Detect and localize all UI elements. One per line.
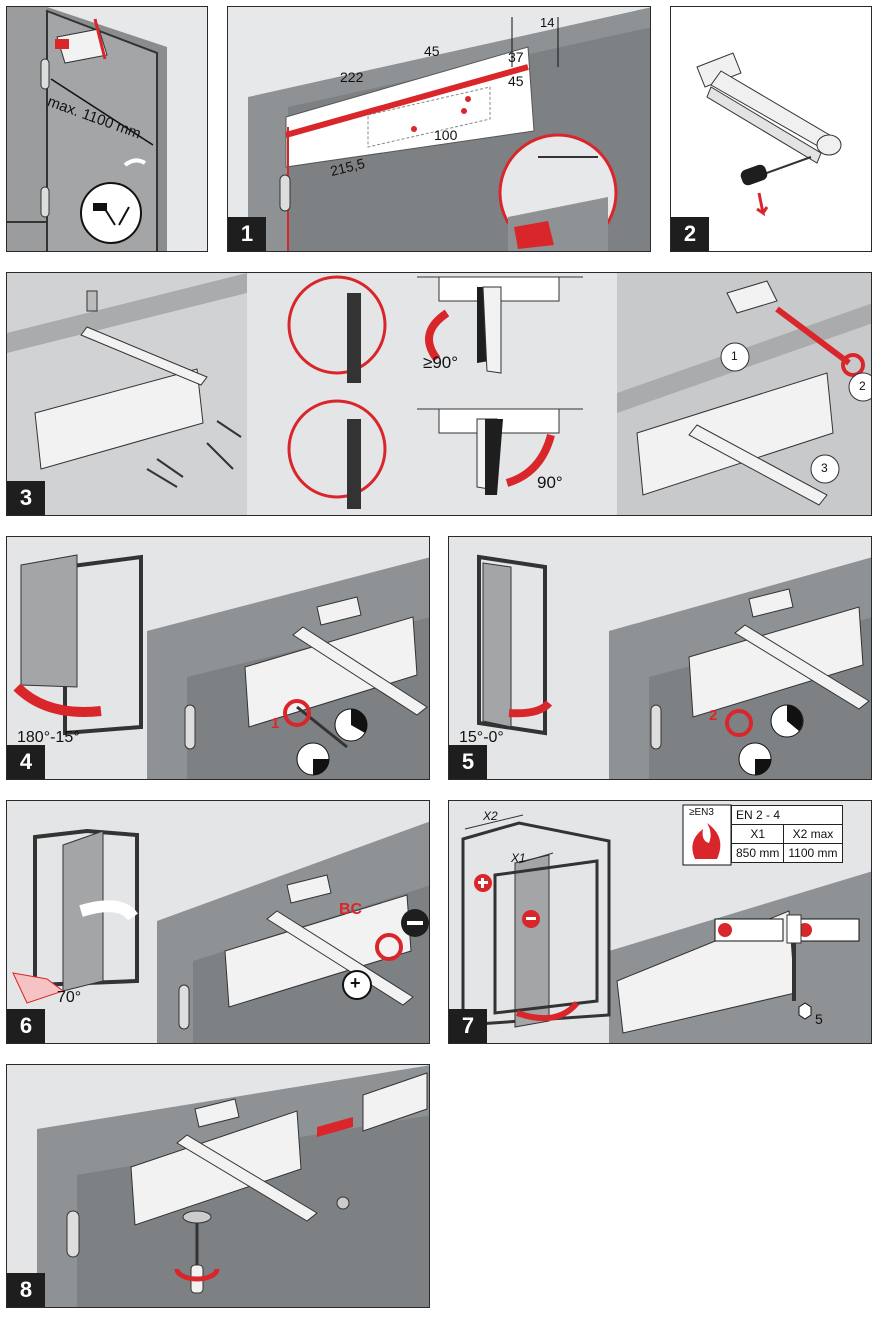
step-number: 7 [449, 1009, 487, 1043]
step-3-panel: ≥90° 90° 1 2 3 3 [6, 272, 872, 516]
step-number: 2 [671, 217, 709, 251]
screw-1-label: 1 [271, 715, 280, 732]
drilling-template-illustration [228, 7, 650, 251]
dim-100: 100 [434, 127, 458, 143]
x2-label: X2 [483, 809, 498, 823]
callout-2: 2 [859, 379, 866, 393]
step-number: 3 [7, 481, 45, 515]
dim-45-top: 45 [424, 43, 440, 59]
angle-ge-90: ≥90° [423, 353, 459, 372]
bc-label: BC [339, 901, 363, 918]
step-2-panel: 2 [670, 6, 872, 252]
dim-222: 222 [340, 69, 364, 85]
mounting-illustration [7, 273, 871, 515]
step-0-panel: max. 1100 mm [6, 6, 208, 252]
cover-fitting-illustration [7, 1065, 429, 1307]
hex-size-label: 5 [815, 1011, 823, 1027]
en-force-table: EN 2 - 4 X1 X2 max 850 mm 1100 mm [730, 805, 843, 863]
step-1-panel: 222 45 14 37 45 100 215,5 1 [227, 6, 651, 252]
angle-70-label: 70° [57, 989, 82, 1006]
x1-label: X1 [511, 851, 526, 865]
en-header: EN 2 - 4 [731, 805, 843, 825]
step-number: 1 [228, 217, 266, 251]
val-x2: 1100 mm [783, 843, 843, 863]
en3-badge: ≥EN3 [689, 807, 714, 818]
step-4-panel: 180°-15° 1 4 [6, 536, 430, 780]
step-number: 4 [7, 745, 45, 779]
closing-speed-2-illustration [449, 537, 871, 779]
plus-label: + [350, 973, 361, 993]
col-x2: X2 max [783, 824, 843, 844]
step-5-panel: 15°-0° 2 5 [448, 536, 872, 780]
step-8-panel: 8 [6, 1064, 430, 1308]
door-height-illustration [7, 7, 207, 251]
arm-separation-illustration [696, 52, 842, 217]
backcheck-illustration [7, 801, 429, 1043]
callout-1: 1 [731, 349, 738, 363]
step-number: 5 [449, 745, 487, 779]
callout-3: 3 [821, 461, 828, 475]
screw-2-label: 2 [709, 707, 718, 724]
dim-14: 14 [540, 15, 555, 30]
angle-range-label: 15°-0° [459, 729, 504, 746]
step-7-panel: EN 2 - 4 X1 X2 max 850 mm 1100 mm ≥EN3 X… [448, 800, 872, 1044]
dim-45-side: 45 [508, 73, 524, 89]
col-x1: X1 [730, 824, 785, 844]
angle-range-label: 180°-15° [17, 729, 80, 746]
step-number: 8 [7, 1273, 45, 1307]
closing-force-illustration [449, 801, 871, 1043]
closing-speed-1-illustration [7, 537, 429, 779]
angle-90: 90° [537, 473, 563, 492]
val-x1: 850 mm [730, 843, 785, 863]
step-6-panel: 70° BC + 6 [6, 800, 430, 1044]
step-number: 6 [7, 1009, 45, 1043]
dim-37: 37 [508, 49, 524, 65]
